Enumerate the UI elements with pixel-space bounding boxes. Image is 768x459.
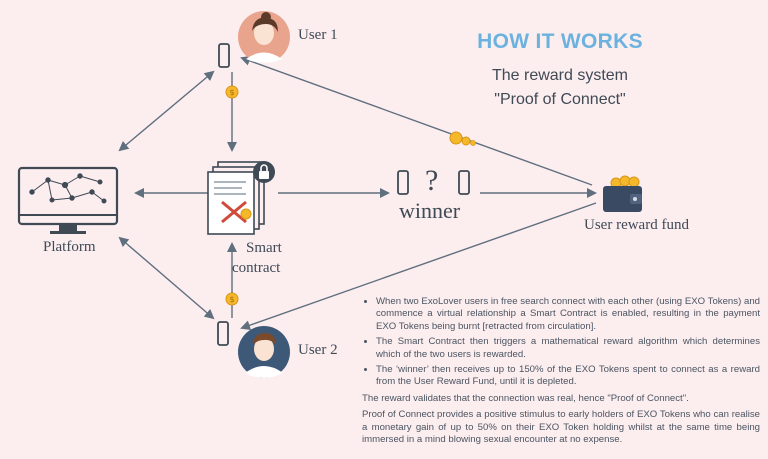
question-mark: ? (425, 164, 439, 197)
subtitle-line: "Proof of Connect" (494, 91, 626, 108)
bullet-item: The Smart Contract then triggers a mathe… (376, 336, 760, 361)
smart-contract-label-line: Smart (246, 240, 282, 256)
smart-contract-document-icon (207, 161, 265, 235)
coin-icon: $ (225, 292, 239, 306)
user1-avatar-icon (238, 11, 290, 63)
smart-contract-label-line: contract (232, 260, 281, 276)
bullet-item: The ‘winner’ then receives up to 150% of… (376, 364, 760, 389)
explanation-bullets: When two ExoLover users in free search c… (362, 296, 760, 389)
user2-avatar-icon (238, 326, 290, 378)
arrow-platform-user2 (118, 236, 215, 320)
user1-label: User 1 (298, 27, 338, 43)
phone-icon (217, 43, 470, 346)
explanation-paragraph: Proof of Connect provides a positive sti… (362, 409, 760, 446)
arrow-fund-user2 (240, 202, 597, 331)
wallet-icon (603, 175, 642, 212)
page-title: HOW IT WORKS (477, 30, 643, 53)
arrow-user1-platform (118, 70, 215, 152)
subtitle-line: The reward system (491, 67, 629, 84)
platform-label: Platform (43, 239, 96, 255)
coin-icon: $ (225, 85, 239, 99)
reward-fund-label: User reward fund (584, 217, 689, 233)
explanation-paragraph: The reward validates that the connection… (362, 392, 689, 404)
page-subtitle: The reward system "Proof of Connect" (440, 64, 680, 112)
smart-contract-label: Smart contract (232, 238, 282, 278)
arrow-fund-user1 (240, 56, 593, 186)
bullet-item: When two ExoLover users in free search c… (376, 296, 760, 333)
coins-flying-icon (449, 131, 476, 146)
user2-label: User 2 (298, 342, 338, 358)
lock-icon (253, 161, 275, 183)
explanation-block: When two ExoLover users in free search c… (362, 296, 760, 446)
svg-text:$: $ (229, 295, 234, 304)
svg-text:$: $ (229, 88, 234, 97)
platform-monitor-icon (17, 166, 119, 234)
winner-label: winner (399, 198, 461, 223)
